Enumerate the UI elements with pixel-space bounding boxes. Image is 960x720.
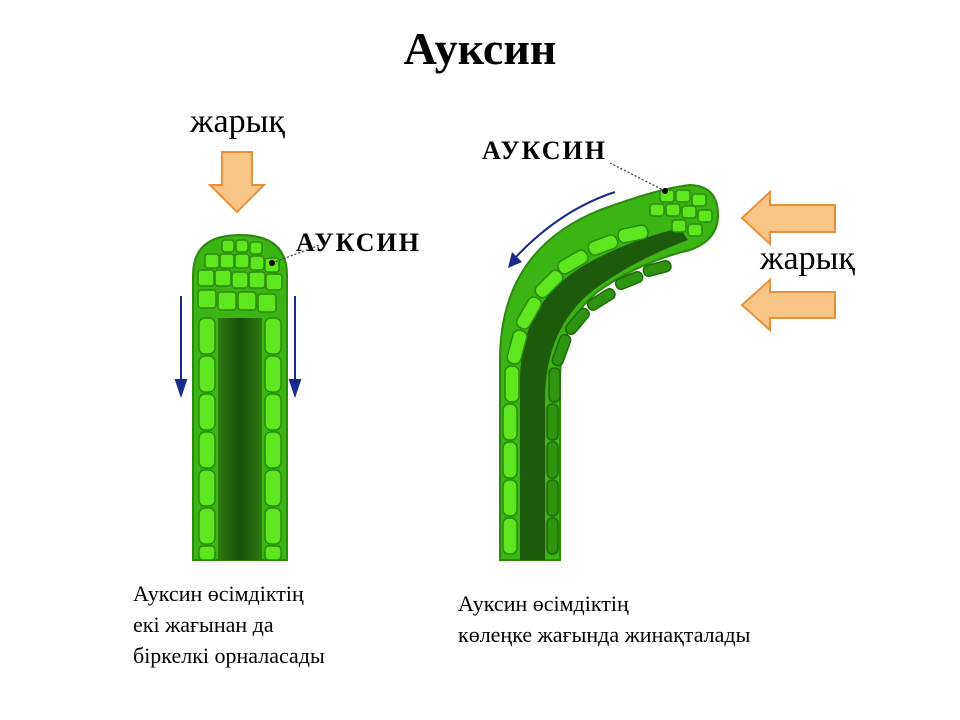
- caption-right-line: көлеңке жағында жинақталады: [458, 622, 751, 647]
- page-title: Ауксин: [403, 23, 557, 74]
- light-arrow-left-upper: [740, 189, 836, 247]
- caption-left-line: Ауксин өсімдіктің: [133, 581, 304, 606]
- downward-flow-arrows: [174, 296, 302, 399]
- bent-seedling: [499, 162, 836, 561]
- caption-right-line: Ауксин өсімдіктің: [458, 591, 629, 616]
- caption-left: Ауксин өсімдіктің екі жағынан да біркелк…: [133, 578, 325, 671]
- caption-right: Ауксин өсімдіктің көлеңке жағында жинақт…: [458, 588, 750, 650]
- caption-left-line: екі жағынан да: [133, 612, 274, 637]
- auxin-label-right: АУКСИН: [482, 136, 608, 165]
- light-label-left: жарық: [190, 103, 285, 140]
- light-side-cells: [546, 259, 672, 555]
- straight-seedling: [174, 151, 321, 561]
- curved-flow-arrow: [514, 191, 616, 259]
- right-cell-column: [264, 317, 282, 561]
- light-label-right: жарық: [760, 240, 855, 277]
- caption-left-line: біркелкі орналасады: [133, 643, 325, 668]
- left-cell-column: [198, 317, 216, 561]
- light-arrow-left-lower: [740, 277, 836, 333]
- tip-cells: [197, 239, 283, 313]
- light-arrow-down: [207, 151, 267, 214]
- shadow-side-cells: [502, 224, 649, 555]
- auxin-label-left: АУКСИН: [296, 228, 422, 257]
- bent-tip-cells: [649, 189, 713, 237]
